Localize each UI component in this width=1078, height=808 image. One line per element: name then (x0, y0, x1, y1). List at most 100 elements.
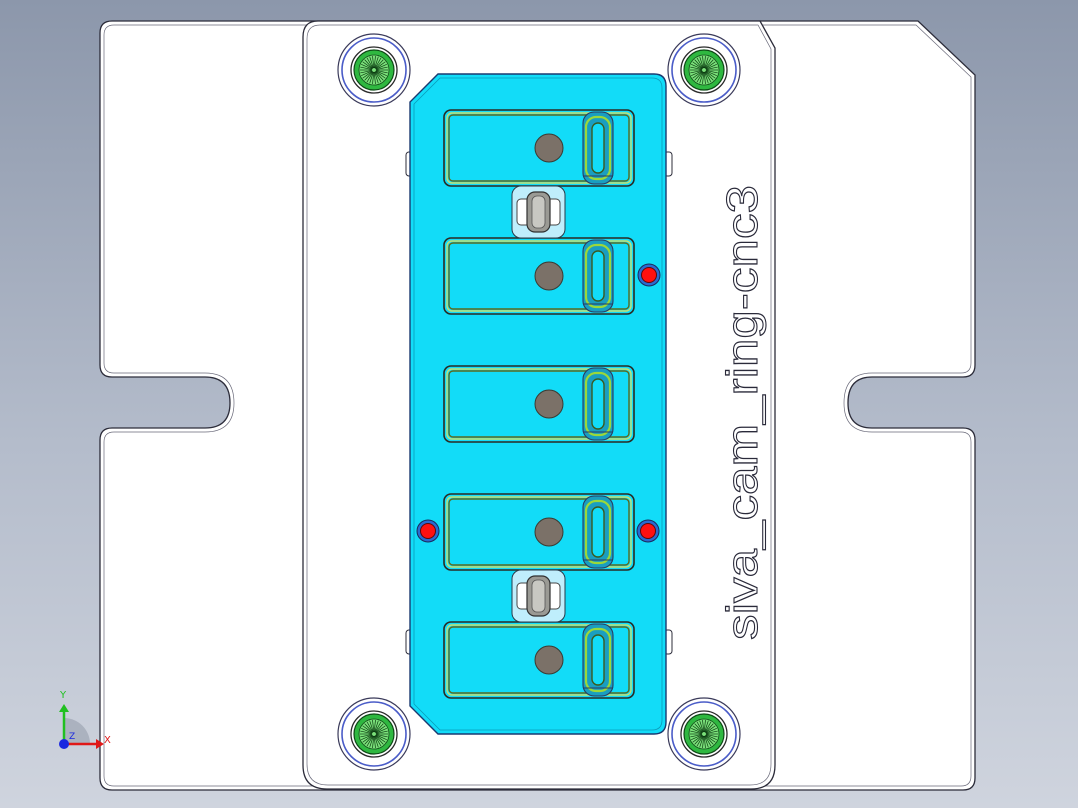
z-axis-label: Z (69, 732, 75, 742)
screw-knurl-line (691, 63, 703, 70)
screw-knurl-line (691, 734, 703, 741)
screw-knurl-line (705, 727, 717, 734)
screw-knurl-line (361, 727, 373, 734)
screw-knurl-line (375, 734, 388, 738)
screw-knurl-line (369, 720, 374, 733)
corner-screw-4 (667, 697, 741, 771)
screw-knurl-line (372, 71, 375, 84)
red-pin-head (420, 523, 436, 539)
screw-knurl-line (374, 721, 382, 733)
slot-clamp-core (591, 506, 605, 558)
screw-knurl-line (375, 70, 387, 77)
screw-knurl (360, 56, 388, 84)
roller-highlight (531, 579, 546, 613)
screw-knurl-line (375, 735, 384, 745)
screw-knurl-line (704, 71, 712, 83)
slot-locating-hole (534, 389, 564, 419)
screw-knurl-line (362, 734, 373, 743)
corner-screw-3 (337, 697, 411, 771)
screw-knurl-line (374, 720, 379, 733)
x-axis-label: X (104, 735, 111, 746)
red-pin-head (641, 267, 657, 283)
slot-5 (443, 621, 635, 699)
screw-knurl-line (696, 57, 704, 69)
screw-knurl-line (373, 56, 376, 69)
slot-clamp-ring (584, 627, 612, 693)
roller-2 (511, 569, 566, 623)
red-pin-3 (636, 519, 660, 543)
slot-clamp-core (591, 634, 605, 686)
slot-clamp-core (591, 122, 605, 174)
screw-knurl-line (366, 71, 374, 83)
screw-knurl-line (704, 57, 712, 69)
screw-knurl-line (690, 734, 703, 738)
screw-knurl-line (375, 70, 386, 79)
roller-1 (511, 185, 566, 239)
screw-knurl-line (703, 56, 706, 69)
y-axis-label: Y (59, 690, 67, 701)
screw-knurl-line (373, 735, 376, 748)
screw-knurl-line (705, 59, 714, 69)
screw-knurl-line (703, 720, 706, 733)
screw-knurl-line (374, 71, 382, 83)
screw-knurl-line (375, 63, 387, 70)
screw-knurl-line (690, 730, 703, 734)
screw-knurl-line (696, 735, 704, 747)
screw-knurl-line (362, 725, 373, 734)
screw-knurl-line (369, 56, 374, 69)
slot-lip (446, 496, 632, 568)
corner-screw-1 (337, 33, 411, 107)
screw-socket (358, 718, 390, 750)
screw-knurl-line (705, 66, 718, 70)
slot-clamp-ring (584, 115, 612, 181)
screw-knurl-line (704, 71, 709, 84)
screw-knurl-line (366, 735, 374, 747)
screw-knurl-line (702, 735, 705, 748)
slot-lip (446, 240, 632, 312)
screw-knurl-line (692, 61, 703, 70)
screw-knurl-line (705, 70, 716, 79)
screw-knurl-line (375, 734, 387, 741)
screw-knurl-line (374, 56, 379, 69)
screw-knurl-line (702, 56, 705, 69)
slot-3 (443, 365, 635, 443)
slot-clamp-ring (584, 243, 612, 309)
slot-locating-hole (534, 645, 564, 675)
slot-group (443, 109, 635, 699)
screw-knurl-line (705, 70, 717, 77)
corner-screw-2 (667, 33, 741, 107)
screw-knurl-line (375, 730, 388, 734)
slot-clamp-core (591, 378, 605, 430)
screw-knurl-line (704, 721, 712, 733)
screw-knurl-line (704, 735, 709, 748)
screw-knurl-line (704, 56, 709, 69)
screw-knurl-line (691, 727, 703, 734)
screw-knurl-line (374, 735, 382, 747)
screw-knurl-line (369, 735, 374, 748)
screw-knurl-line (374, 57, 382, 69)
screw-knurl-line (362, 61, 373, 70)
screw-knurl-line (364, 723, 373, 733)
screw-knurl-line (375, 725, 386, 734)
screw-knurl-line (705, 63, 717, 70)
screw-knurl-line (705, 725, 716, 734)
screw-knurl-line (366, 57, 374, 69)
screw-knurl-line (704, 735, 712, 747)
slot-outer-edge (443, 365, 635, 443)
slot-2 (443, 237, 635, 315)
slot-locating-hole (534, 133, 564, 163)
screw-knurl-line (360, 730, 373, 734)
screw-knurl-line (375, 734, 386, 743)
screw-knurl-line (375, 59, 384, 69)
screw-knurl-line (705, 61, 716, 70)
screw-knurl-line (369, 71, 374, 84)
red-pin-head (640, 523, 656, 539)
screw-knurl-line (696, 721, 704, 733)
screw-knurl-line (704, 720, 709, 733)
axis-triad[interactable]: X Y Z (59, 690, 111, 749)
screw-knurl-line (705, 70, 718, 74)
screw-knurl-line (692, 725, 703, 734)
screw-knurl-line (361, 70, 373, 77)
